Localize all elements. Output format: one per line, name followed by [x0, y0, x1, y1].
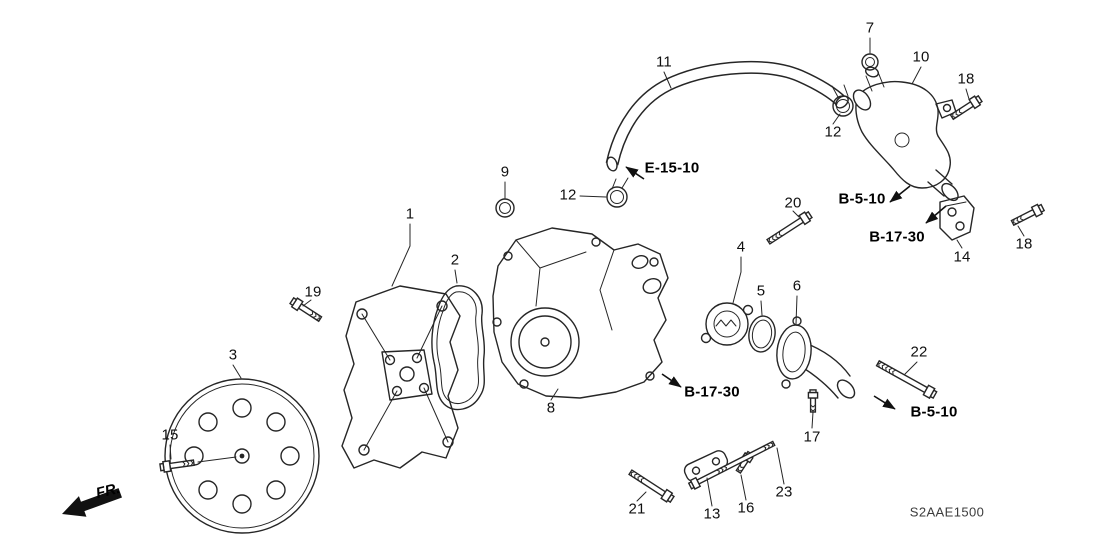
callout-part-9: 9 [500, 163, 510, 181]
oring-9-drawing [495, 198, 515, 218]
hose-clamp-lower-drawing [606, 177, 629, 208]
pump-gasket-drawing [431, 285, 486, 411]
callout-part-16: 16 [737, 499, 755, 517]
diagram-code: S2AAE1500 [909, 504, 985, 520]
bolt-22-drawing [874, 357, 939, 401]
water-outlet-drawing [852, 66, 959, 202]
bolt-17-drawing [807, 389, 819, 413]
callout-part-17: 17 [803, 428, 821, 446]
thermostat-oring-drawing [748, 315, 776, 353]
callout-part-12-lower: 12 [559, 186, 577, 204]
callout-part-5: 5 [756, 282, 766, 300]
callout-part-20: 20 [784, 194, 802, 212]
callout-part-22: 22 [910, 343, 928, 361]
pump-mount-bracket-drawing [341, 285, 461, 469]
callout-part-11: 11 [656, 53, 672, 71]
bolt-20-drawing [764, 209, 814, 247]
thermostat-drawing [700, 302, 754, 346]
callout-part-18-lower: 18 [1015, 235, 1033, 253]
hose-clamp-upper-drawing [831, 84, 854, 117]
ref-code-b-5-10-upper: B-5-10 [838, 190, 886, 208]
callout-part-19: 19 [304, 283, 322, 301]
oring-7-drawing [861, 53, 879, 71]
water-hose-drawing [605, 60, 849, 172]
callout-part-2: 2 [450, 251, 460, 269]
water-pump-body-drawing [492, 227, 669, 399]
ref-code-b-17-30-upper: B-17-30 [869, 228, 925, 246]
thermostat-cover-drawing [776, 316, 856, 399]
ref-code-b-5-10-lower: B-5-10 [910, 403, 958, 421]
callout-part-14: 14 [953, 248, 971, 266]
callout-part-23: 23 [775, 483, 793, 501]
front-direction-arrow-icon [62, 488, 122, 517]
callout-part-6: 6 [792, 277, 802, 295]
ref-code-arrows [625, 166, 947, 410]
callout-part-15: 15 [161, 426, 179, 444]
callout-part-7: 7 [865, 19, 875, 37]
ref-code-e-15-10: E-15-10 [644, 159, 700, 177]
bolt-18-lower-drawing [1009, 202, 1046, 229]
ref-code-b-17-30-lower: B-17-30 [684, 383, 740, 401]
callout-part-13: 13 [703, 505, 721, 523]
stay-bracket-drawing [939, 195, 975, 241]
leader-lines [169, 37, 1025, 507]
water-pump-pulley-drawing [164, 378, 320, 534]
callout-part-10: 10 [912, 48, 930, 66]
callout-part-12-upper: 12 [824, 123, 842, 141]
callout-part-4: 4 [736, 238, 746, 256]
bolt-21-drawing [626, 467, 676, 505]
callout-part-1: 1 [405, 205, 415, 223]
callout-part-8: 8 [546, 399, 556, 417]
callout-part-18-upper: 18 [957, 70, 975, 88]
callout-part-3: 3 [228, 346, 238, 364]
callout-part-21: 21 [628, 500, 646, 518]
